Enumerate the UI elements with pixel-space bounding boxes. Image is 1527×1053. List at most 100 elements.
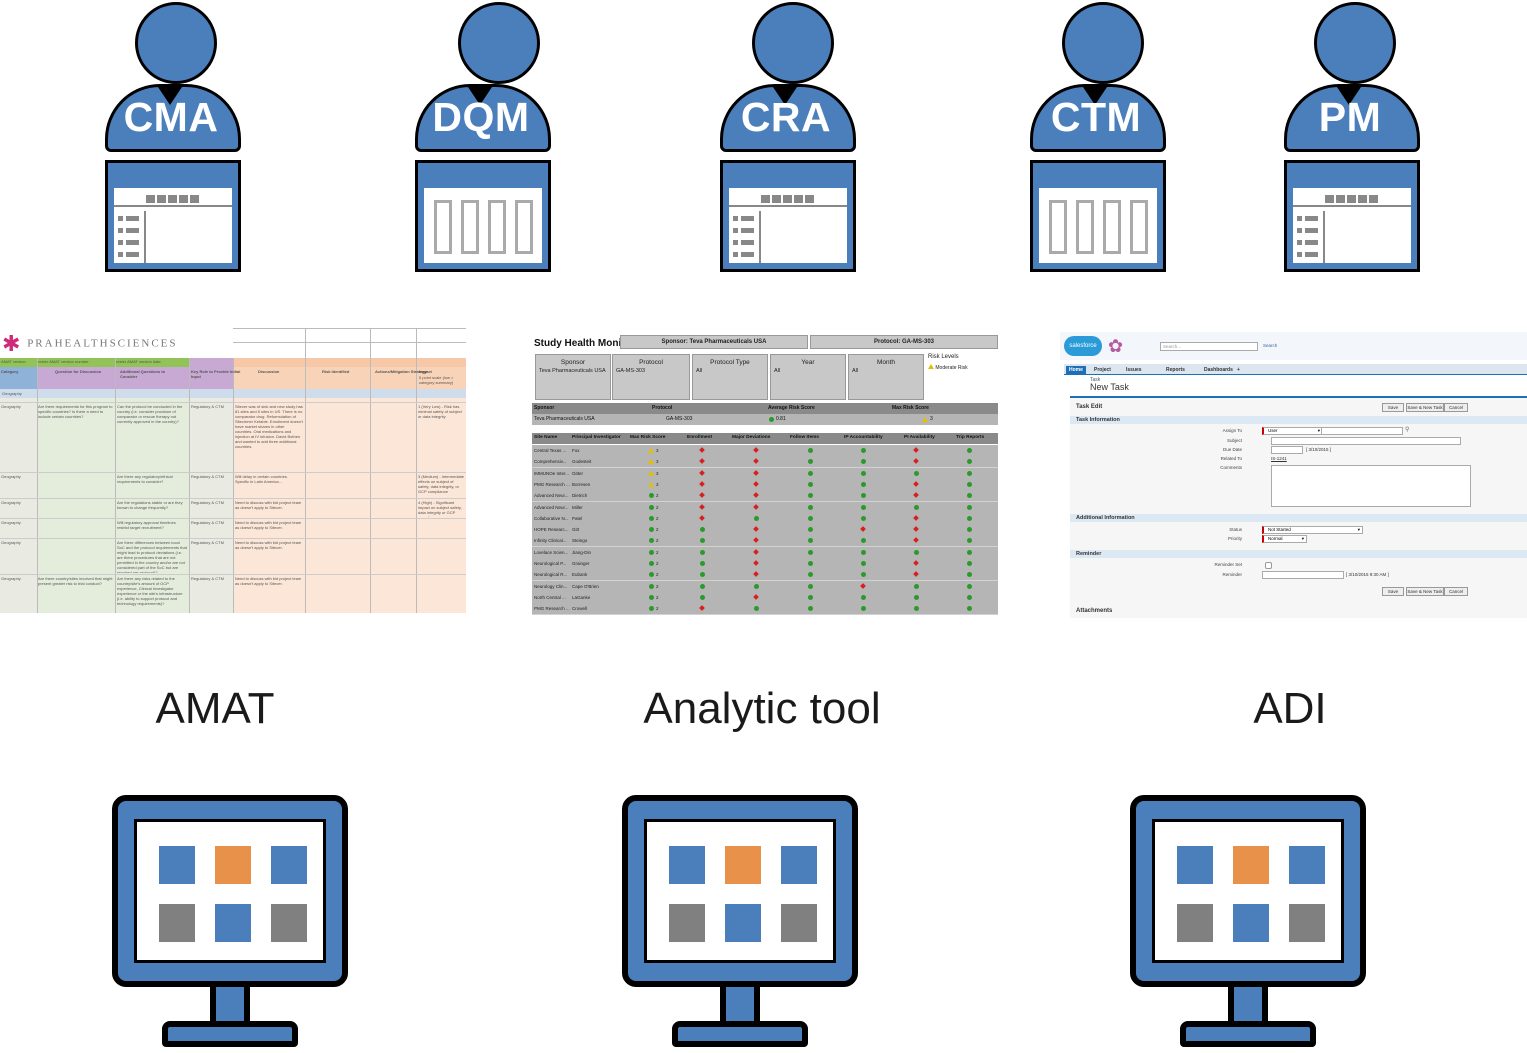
- app-tile-gray: [781, 904, 817, 942]
- protocol-banner: Protocol: GA-MS-303: [810, 335, 998, 349]
- status-red-icon: [699, 481, 705, 487]
- list-bullet: [118, 240, 123, 245]
- list-window-icon: [105, 160, 241, 272]
- save-new-task-button[interactable]: Save & New Task: [1406, 403, 1444, 412]
- max-risk-score: 2: [656, 606, 659, 612]
- role-persona-cma: CMA: [105, 0, 325, 280]
- site-name: PMG Research ...: [534, 481, 570, 487]
- save-button[interactable]: Save: [1382, 403, 1404, 412]
- amat-cell-discussion: Sitecer was of sink and new study has 81…: [235, 404, 303, 449]
- amat-version-label: AMAT version: [1, 359, 26, 364]
- cancel-button[interactable]: Cancel: [1444, 587, 1468, 596]
- amat-column-header: Impact: [419, 369, 432, 374]
- status-green-icon: [967, 549, 972, 555]
- collar-icon: [1083, 87, 1107, 105]
- principal-investigator: LaGanke: [572, 594, 591, 600]
- reminder-date-input[interactable]: [1262, 571, 1344, 579]
- status-green-icon: [861, 572, 866, 578]
- amat-cell-impact: 1 (Very Low) - Risk has minimal safety o…: [418, 404, 462, 419]
- lookup-icon[interactable]: ⚲: [1405, 427, 1410, 433]
- filter-label: Protocol Type: [710, 359, 750, 366]
- max-risk-score: 2: [656, 572, 659, 578]
- table-row: [0, 402, 466, 403]
- monitor-base: [1180, 1021, 1316, 1047]
- status-red-icon: [913, 458, 919, 465]
- status-green-icon: [649, 606, 654, 612]
- monitor-neck: [1228, 987, 1268, 1023]
- status-green-icon: [808, 549, 813, 555]
- window-pane: [729, 188, 847, 263]
- priority-label: Priority: [1227, 536, 1242, 541]
- subject-input[interactable]: [1271, 437, 1461, 445]
- shm-title: Study Health Monitor: [534, 338, 635, 349]
- assign-to-input[interactable]: [1321, 427, 1403, 435]
- tab-issues[interactable]: Issues: [1126, 367, 1142, 373]
- toolbar-dot: [157, 195, 166, 203]
- reminder-date-link[interactable]: [ 3/10/2015 9:30 AM ]: [1346, 572, 1389, 577]
- site-name: Neurological R...: [534, 572, 568, 578]
- max-risk-score: 2: [656, 549, 659, 555]
- due-date-link[interactable]: [ 3/10/2015 ]: [1306, 447, 1332, 452]
- reminder-checkbox[interactable]: [1265, 562, 1272, 569]
- summary-value-row: [532, 414, 998, 425]
- amat-cell-discussion: Will delay in certain countries. Specifi…: [235, 474, 288, 484]
- amat-column-header: Discussion: [258, 369, 280, 374]
- tab-add[interactable]: +: [1237, 367, 1240, 373]
- window-pane: [424, 188, 542, 263]
- toolbar-divider: [1293, 205, 1411, 207]
- tab-home[interactable]: Home: [1066, 366, 1086, 374]
- tab-dashboards[interactable]: Dashboards: [1204, 367, 1233, 373]
- list-line: [1305, 216, 1318, 221]
- monitor-pane: [134, 819, 326, 963]
- tab-project[interactable]: Project: [1094, 367, 1111, 373]
- status-green-icon: [700, 594, 705, 600]
- status-red-icon: [753, 571, 759, 578]
- assign-to-select[interactable]: User▾: [1262, 427, 1323, 435]
- status-green-icon: [649, 583, 654, 589]
- tab-reports[interactable]: Reports: [1166, 367, 1185, 373]
- list-bullet: [118, 252, 123, 257]
- filter-label: Sponsor: [560, 359, 586, 366]
- save-new-task-button[interactable]: Save & New Task: [1406, 587, 1444, 596]
- status-select[interactable]: Not Started ▾: [1262, 526, 1363, 534]
- monitor-neck: [720, 987, 760, 1023]
- amat-column-header: Question for Discussion: [55, 369, 102, 374]
- field-label: Comments: [1220, 465, 1242, 470]
- comments-textarea[interactable]: [1271, 465, 1471, 507]
- status-red-icon: [753, 492, 759, 499]
- toolbar-dot: [168, 195, 177, 203]
- related-to-link[interactable]: IS-1241: [1271, 456, 1287, 461]
- toolbar-dot: [772, 195, 781, 203]
- cancel-button[interactable]: Cancel: [1444, 403, 1468, 412]
- amat-column-header: Key Role to Provide Initial Input: [191, 369, 241, 379]
- amat-cell-additional: Can the protocol be conducted in the cou…: [117, 404, 183, 424]
- status-green-icon: [700, 549, 705, 555]
- amat-cell-category: Geography: [1, 540, 21, 545]
- toolbar-divider: [114, 205, 232, 207]
- amat-cell-role: Regulatory & CTM: [191, 540, 224, 545]
- status-green-icon: [808, 504, 813, 510]
- status-green-icon: [861, 594, 866, 600]
- amat-version-number: rester AMAT version number: [38, 359, 89, 364]
- toolbar-dot: [190, 195, 199, 203]
- window-pane: [114, 188, 232, 263]
- amat-cell-category: Geography: [1, 520, 21, 525]
- status-green-icon: [967, 594, 972, 600]
- priority-select[interactable]: Normal ▾: [1262, 535, 1307, 543]
- sidebar-divider: [114, 211, 146, 263]
- save-button[interactable]: Save: [1382, 587, 1404, 596]
- amat-screenshot: ✱ PRAHEALTHSCIENCES AMAT version rester …: [0, 328, 466, 614]
- status-green-icon: [808, 583, 813, 589]
- search-button[interactable]: Search: [1263, 343, 1278, 348]
- max-risk-score: 3: [656, 448, 659, 453]
- status-green-icon: [808, 470, 813, 476]
- search-input[interactable]: Search...: [1160, 342, 1258, 351]
- due-date-input[interactable]: [1271, 446, 1303, 454]
